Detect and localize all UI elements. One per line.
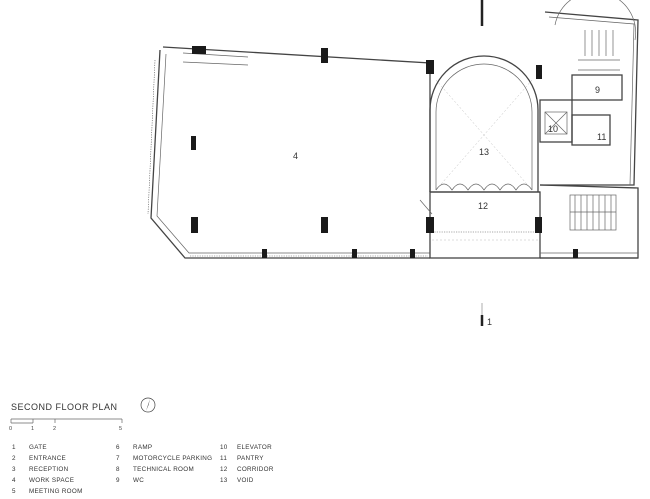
scale-tick-0: 0 [9, 426, 12, 432]
room-label-4: 4 [293, 151, 298, 161]
section-marker-label: 1 [487, 317, 492, 327]
plan-title: SECOND FLOOR PLAN [11, 402, 118, 412]
service-core [539, 0, 639, 186]
void-area [429, 55, 540, 193]
workspace-walls [147, 46, 431, 259]
scale-tick-1: 1 [31, 426, 34, 432]
south-stair [539, 184, 639, 259]
scale-bar [10, 418, 123, 424]
room-label-10: 10 [548, 124, 558, 134]
scale-tick-2: 2 [53, 426, 56, 432]
room-label-9: 9 [595, 85, 600, 95]
north-arrow-icon [140, 397, 156, 413]
room-label-11: 11 [597, 132, 606, 142]
room-label-13: 13 [479, 147, 489, 157]
room-label-12: 12 [478, 201, 488, 211]
columns [191, 46, 578, 258]
scale-tick-5: 5 [119, 426, 122, 432]
